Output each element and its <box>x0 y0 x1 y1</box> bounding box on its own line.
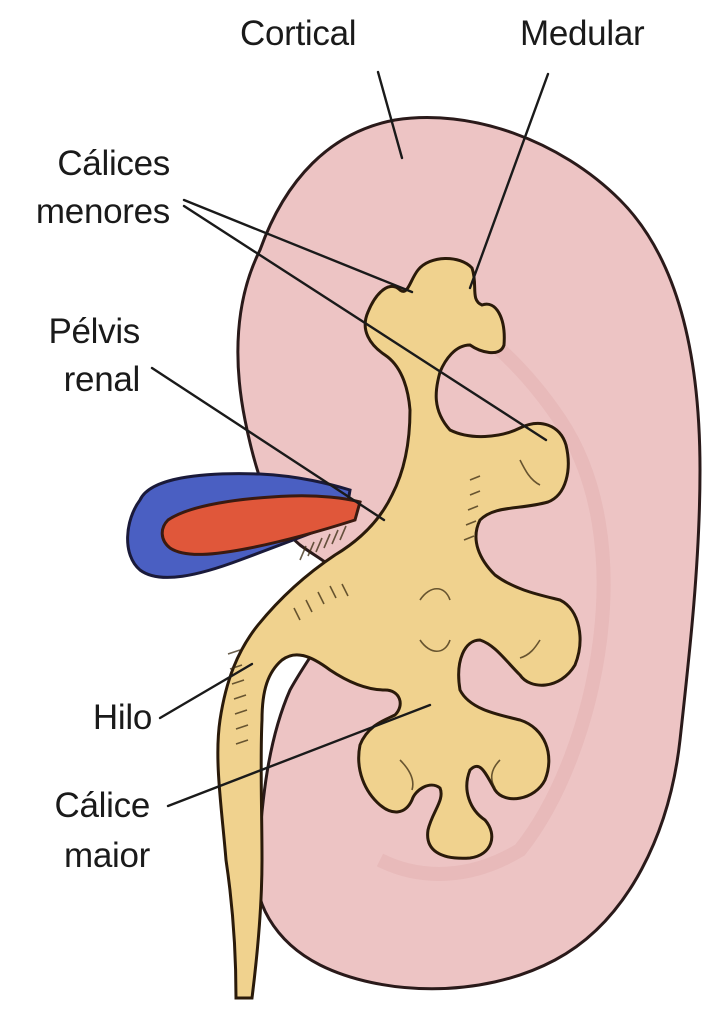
label-hilo: Hilo <box>40 698 152 738</box>
label-calice-maior-line1: Cálice <box>10 786 150 826</box>
label-calice-maior-line2: maior <box>10 836 150 876</box>
label-pelvis-renal-line2: renal <box>10 360 140 400</box>
label-calices-menores-line1: Cálices <box>20 144 170 184</box>
label-medular: Medular <box>520 14 644 54</box>
label-cortical: Cortical <box>240 14 356 54</box>
label-pelvis-renal-line1: Pélvis <box>10 312 140 352</box>
label-calices-menores-line2: menores <box>20 192 170 232</box>
